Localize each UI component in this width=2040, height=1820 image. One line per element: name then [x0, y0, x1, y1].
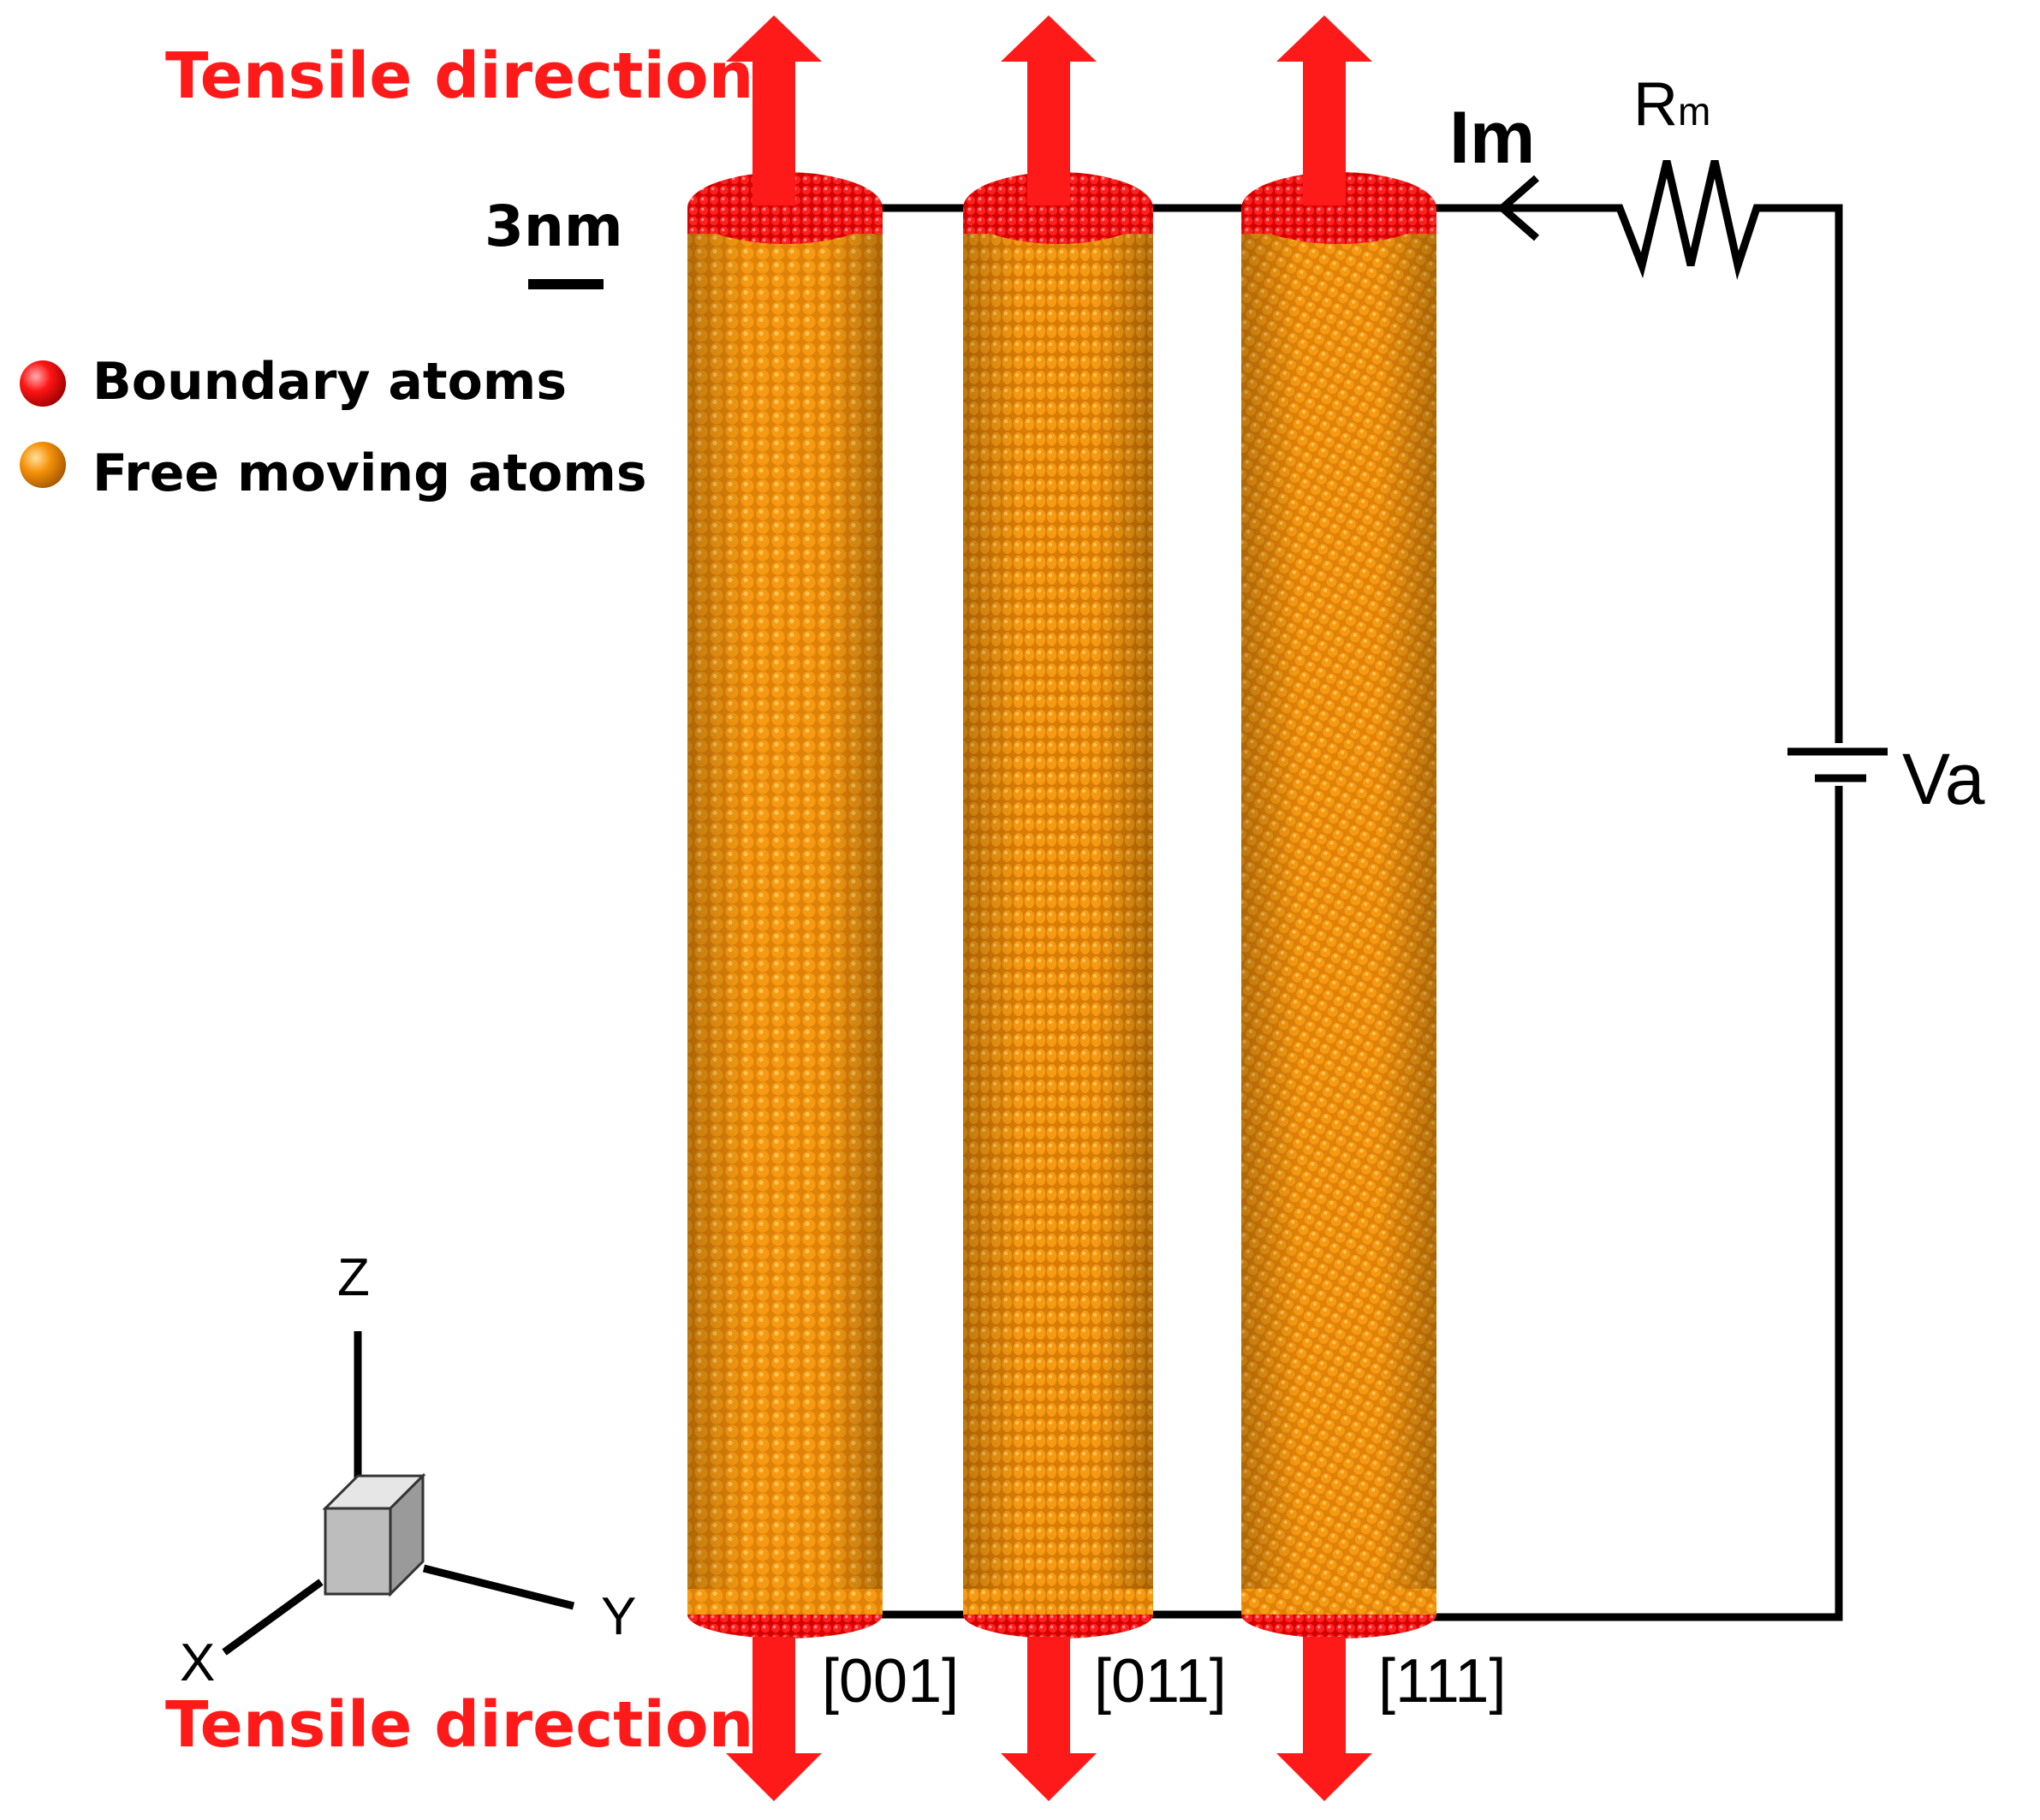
axis-cube-front [324, 1507, 392, 1596]
nanowire-011-bottom-mask [963, 1589, 1153, 1615]
top-arrow-shafts [752, 128, 1346, 205]
scale-bar-label: 3nm [485, 193, 623, 259]
nanowire-111 [1241, 172, 1436, 1639]
x-axis-line [222, 1579, 324, 1656]
current-label: Im [1449, 97, 1536, 179]
tensile-arrow-up-3 [1276, 15, 1372, 193]
y-axis-line [422, 1564, 575, 1610]
axis-cube [322, 1472, 426, 1597]
resistor-label-sub: m [1678, 89, 1711, 134]
nanowire-001-bottom-mask [687, 1589, 883, 1615]
direction-label-001: [001] [822, 1647, 960, 1716]
tensile-arrow-down-1 [726, 1637, 822, 1801]
tensile-direction-top-label: Tensile direction [165, 39, 754, 113]
legend-boundary-dot [20, 360, 66, 407]
tensile-arrow-up-2 [1001, 15, 1097, 193]
voltage-label: Va [1902, 739, 1985, 819]
arrow-shaft-3 [1303, 128, 1346, 205]
nanowire-001-shading [687, 208, 883, 1615]
circuit [528, 159, 1888, 1621]
current-arrowhead [1496, 175, 1539, 241]
nanowire-011-rim [963, 208, 1153, 234]
arrow-shaft-2 [1027, 128, 1070, 205]
nanowire-001 [687, 172, 883, 1639]
arrow-shaft-1 [752, 128, 795, 205]
resistor-label-main: R [1633, 70, 1678, 139]
top-tensile-arrows [726, 15, 1372, 193]
nanowire-111-shading [1241, 208, 1436, 1615]
axis-label-y: Y [601, 1587, 637, 1646]
tensile-arrow-down-2 [1001, 1637, 1097, 1801]
direction-label-011: [011] [1094, 1647, 1227, 1716]
nanowire-111-rim [1241, 208, 1436, 234]
legend-free-label: Free moving atoms [92, 443, 647, 503]
resistor-zigzag [1591, 159, 1843, 743]
legend-boundary-label: Boundary atoms [92, 352, 568, 412]
nanowire-111-bottom-mask [1241, 1589, 1436, 1615]
bottom-tensile-arrows [726, 1637, 1372, 1801]
tensile-arrow-up-1 [726, 15, 822, 193]
legend-free-dot [20, 442, 66, 488]
axis-label-x: X [180, 1633, 216, 1692]
return-wire [1414, 786, 1843, 1621]
nanowire-001-rim [687, 208, 883, 234]
axis-label-z: Z [337, 1248, 370, 1307]
direction-label-111: [111] [1378, 1647, 1507, 1716]
nanowire-011 [963, 172, 1153, 1639]
resistor-label: Rm [1633, 74, 1710, 135]
tensile-arrow-down-3 [1276, 1637, 1372, 1801]
nanowire-011-shading [963, 208, 1153, 1615]
tensile-direction-bottom-label: Tensile direction [165, 1688, 754, 1762]
